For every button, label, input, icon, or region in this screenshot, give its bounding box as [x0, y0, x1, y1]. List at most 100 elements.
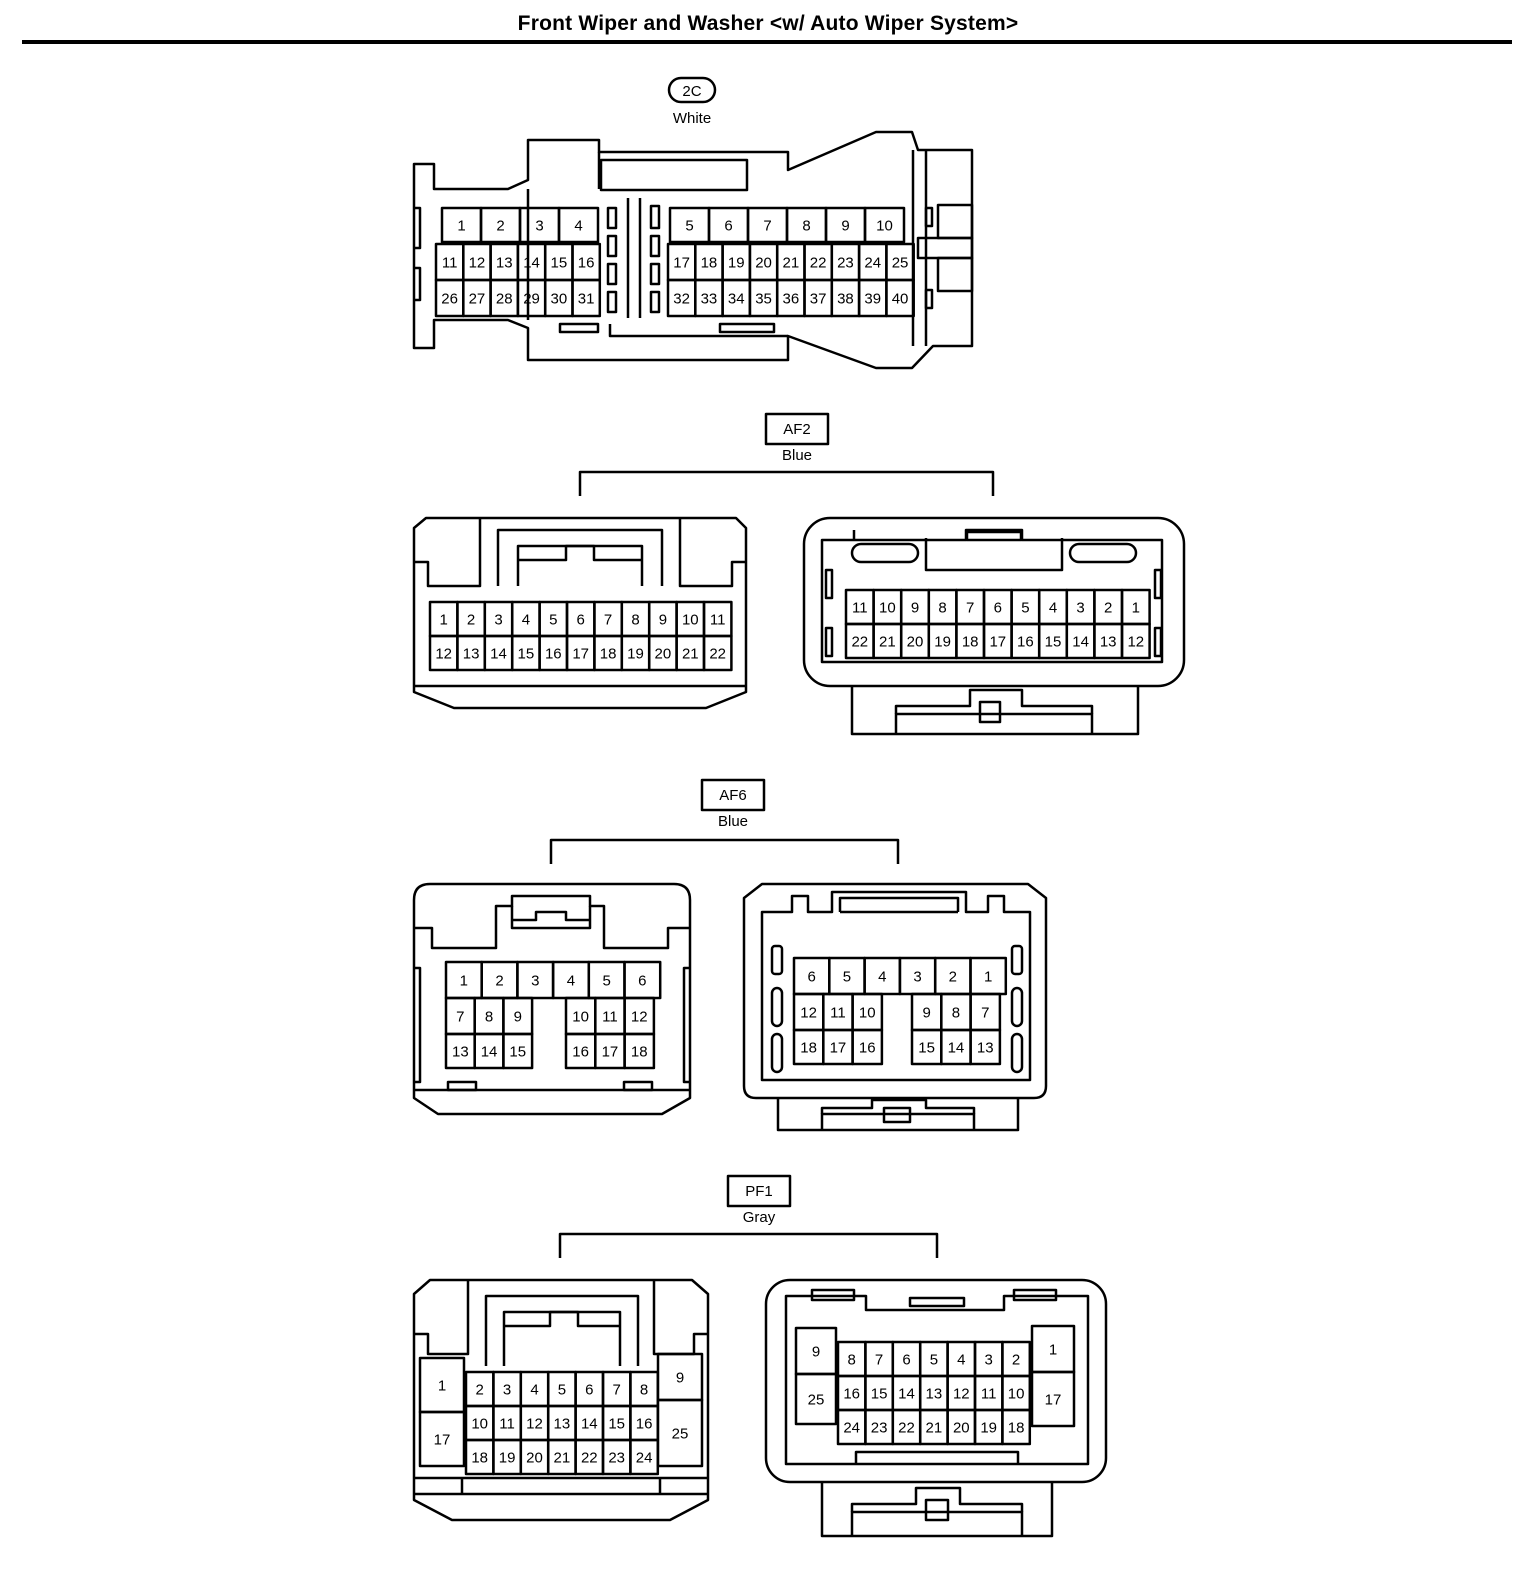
pin-label: 10	[876, 217, 893, 234]
pin-label: 17	[572, 645, 589, 662]
pin-cell	[1120, 622, 1151, 660]
pin-label: 14	[523, 254, 540, 271]
pin-label: 34	[728, 290, 745, 307]
pin-label: 8	[802, 217, 810, 234]
connector-af6-code: AF6	[719, 787, 747, 804]
pin-label: 19	[728, 254, 745, 271]
pin-label: 12	[435, 645, 452, 662]
pin-label: 15	[551, 254, 568, 271]
pin-label: 11	[710, 611, 726, 628]
pin-label: 14	[481, 1043, 498, 1060]
pin-label: 1	[440, 611, 448, 628]
pin-label: 21	[682, 645, 699, 662]
pin-label: 1	[460, 972, 468, 989]
pin-cell	[1001, 1408, 1032, 1446]
connector-af2-male-housing	[412, 516, 748, 710]
pin-label: 18	[1008, 1419, 1025, 1436]
pin-label: 7	[763, 217, 771, 234]
pin-label: 2	[495, 972, 503, 989]
pin-label: 3	[913, 968, 921, 985]
pin-label: 18	[631, 1043, 648, 1060]
pin-label: 5	[685, 217, 693, 234]
pin-label: 20	[953, 1419, 970, 1436]
pin-label: 16	[578, 254, 595, 271]
connector-af6-color: Blue	[718, 813, 748, 830]
pin-cell	[656, 1398, 704, 1468]
pin-label: 6	[585, 1381, 593, 1398]
pin-label: 15	[509, 1043, 526, 1060]
pin-label: 8	[848, 1351, 856, 1368]
pin-label: 12	[800, 1004, 817, 1021]
pin-cell	[702, 634, 733, 672]
pin-label: 2	[1012, 1351, 1020, 1368]
pin-label: 21	[554, 1449, 571, 1466]
pin-label: 4	[567, 972, 575, 989]
pin-label: 4	[530, 1381, 538, 1398]
pin-label: 7	[456, 1008, 464, 1025]
pin-label: 35	[755, 290, 772, 307]
pin-label: 25	[808, 1391, 825, 1408]
pin-label: 16	[545, 645, 562, 662]
pin-label: 15	[918, 1039, 935, 1056]
pin-label: 1	[1049, 1341, 1057, 1358]
pin-label: 9	[676, 1369, 684, 1386]
connector-af2-bracket	[578, 470, 995, 496]
pin-label: 9	[922, 1004, 930, 1021]
pin-cell	[863, 206, 906, 244]
pin-label: 13	[452, 1043, 469, 1060]
pin-label: 17	[602, 1043, 619, 1060]
pin-label: 15	[518, 645, 535, 662]
pin-label: 2	[467, 611, 475, 628]
pin-label: 13	[554, 1415, 571, 1432]
connector-af6-male-housing	[412, 882, 692, 1116]
pin-label: 10	[879, 599, 896, 616]
pin-label: 4	[574, 217, 582, 234]
pin-label: 12	[526, 1415, 543, 1432]
pin-label: 18	[471, 1449, 488, 1466]
pin-label: 7	[875, 1351, 883, 1368]
pin-label: 23	[608, 1449, 625, 1466]
pin-label: 6	[724, 217, 732, 234]
connector-pf1-badge	[726, 1174, 792, 1208]
pin-label: 6	[807, 968, 815, 985]
pin-cell	[502, 1032, 534, 1070]
pin-label: 11	[981, 1385, 997, 1402]
pin-label: 22	[810, 254, 827, 271]
pin-label: 13	[1100, 633, 1117, 650]
connector-pf1-code: PF1	[745, 1183, 773, 1200]
pin-label: 6	[577, 611, 585, 628]
page-title: Front Wiper and Washer <w/ Auto Wiper Sy…	[517, 12, 1019, 35]
pin-label: 18	[600, 645, 617, 662]
pin-label: 1	[457, 217, 465, 234]
pin-label: 2	[476, 1381, 484, 1398]
pin-label: 15	[608, 1415, 625, 1432]
pin-label: 9	[514, 1008, 522, 1025]
pin-label: 20	[526, 1449, 543, 1466]
pin-label: 25	[672, 1425, 689, 1442]
pin-label: 6	[638, 972, 646, 989]
pin-label: 3	[503, 1381, 511, 1398]
pin-label: 23	[871, 1419, 888, 1436]
pin-label: 32	[673, 290, 690, 307]
pin-label: 3	[1076, 599, 1084, 616]
pin-label: 17	[673, 254, 690, 271]
pin-label: 25	[892, 254, 909, 271]
pin-label: 11	[830, 1004, 846, 1021]
pin-label: 7	[981, 1004, 989, 1021]
pin-label: 17	[434, 1431, 451, 1448]
pin-label: 2	[949, 968, 957, 985]
pin-label: 26	[441, 290, 458, 307]
pin-label: 18	[962, 633, 979, 650]
pin-label: 10	[682, 611, 699, 628]
connector-af2-code: AF2	[783, 421, 811, 438]
pin-label: 10	[572, 1008, 589, 1025]
pin-label: 5	[549, 611, 557, 628]
connector-pf1-female-housing	[764, 1278, 1108, 1538]
pin-label: 20	[755, 254, 772, 271]
